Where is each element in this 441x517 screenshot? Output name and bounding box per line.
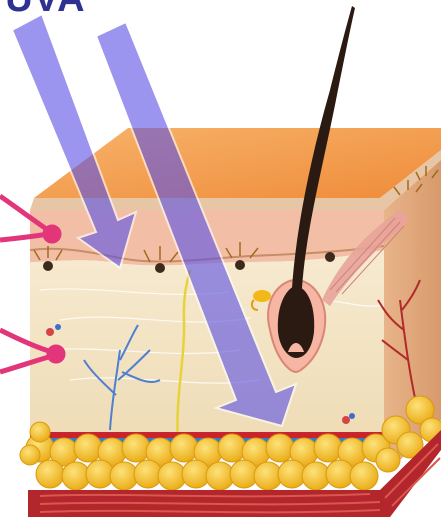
sebaceous-gland (253, 290, 271, 302)
